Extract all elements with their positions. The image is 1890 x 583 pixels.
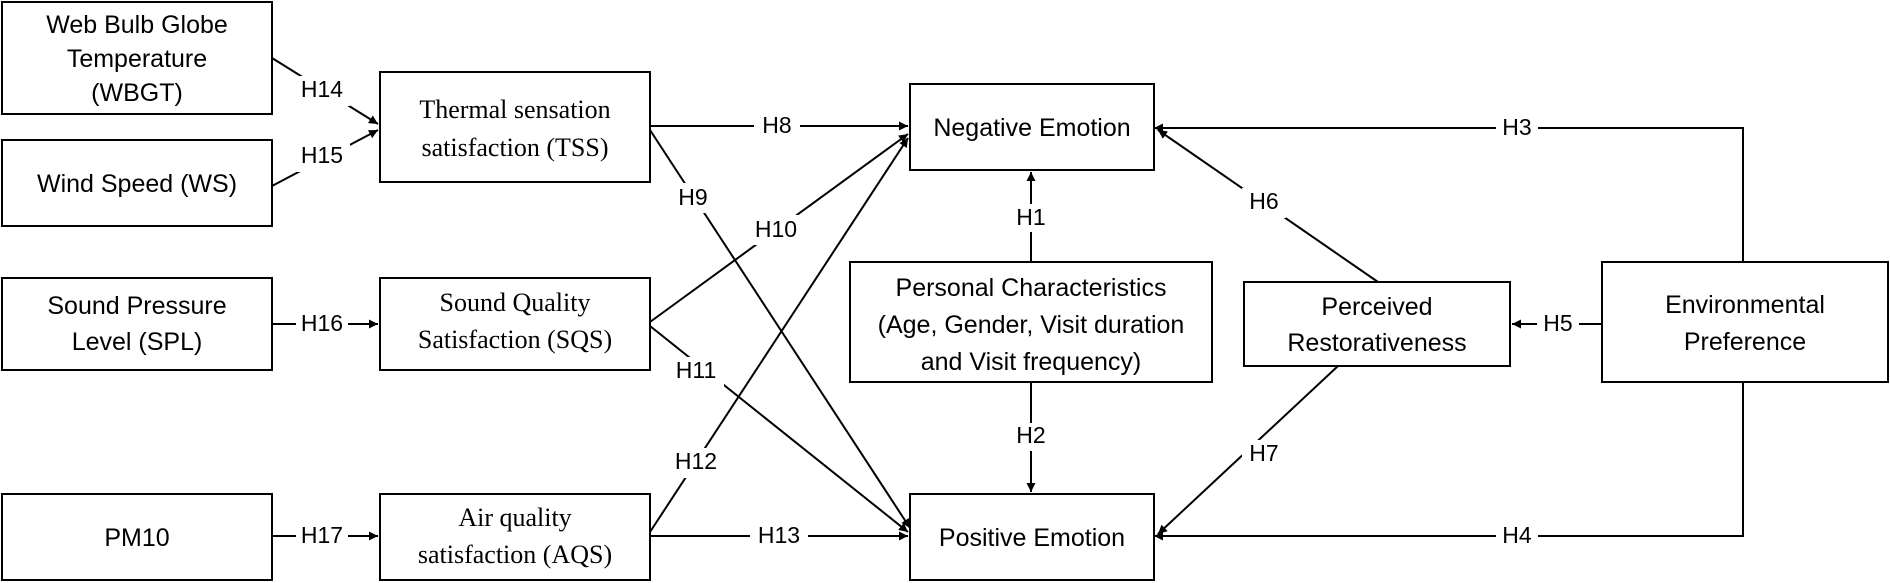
edge-h10: H10 <box>649 133 909 323</box>
edge-h12: H12 <box>649 137 909 533</box>
label-h4: H4 <box>1502 522 1532 548</box>
node-positive-emotion: Positive Emotion <box>909 493 1155 581</box>
node-sqs-line-1: Sound Quality <box>440 288 591 317</box>
node-wind-speed-label: Wind Speed (WS) <box>37 170 237 198</box>
node-environmental-preference: Environmental Preference <box>1601 261 1889 383</box>
node-personal-characteristics: Personal Characteristics (Age, Gender, V… <box>849 261 1213 383</box>
node-positive-emotion-label: Positive Emotion <box>939 524 1125 552</box>
edge-h7: H7 <box>1157 365 1339 535</box>
node-personal-line-3: and Visit frequency) <box>921 348 1142 376</box>
label-h12: H12 <box>675 448 717 474</box>
label-h5: H5 <box>1543 310 1572 336</box>
node-spl-line-1: Sound Pressure <box>47 292 226 320</box>
label-h13: H13 <box>758 522 800 548</box>
node-wbgt: Web Bulb Globe Temperature (WBGT) <box>1 1 273 115</box>
node-negative-emotion-label: Negative Emotion <box>933 114 1130 142</box>
node-aqs: Air quality satisfaction (AQS) <box>379 493 651 581</box>
label-h11: H11 <box>676 357 717 383</box>
edges: H14 H15 H16 H17 H8 H9 <box>271 57 1744 550</box>
label-h8: H8 <box>762 112 791 138</box>
label-h14: H14 <box>301 76 343 102</box>
node-spl: Sound Pressure Level (SPL) <box>1 277 273 371</box>
edge-h17: H17 <box>272 522 378 550</box>
node-perceived-restorativeness: Perceived Restorativeness <box>1243 281 1511 367</box>
edge-h11: H11 <box>649 325 909 533</box>
node-tss: Thermal sensation satisfaction (TSS) <box>379 71 651 183</box>
edge-h15: H15 <box>271 129 379 187</box>
edge-h1: H1 <box>1011 172 1051 262</box>
edge-h4: H4 <box>1154 382 1744 550</box>
label-h16: H16 <box>301 310 343 336</box>
label-h9: H9 <box>678 184 707 210</box>
node-pm10: PM10 <box>1 493 273 581</box>
node-restorative-line-2: Restorativeness <box>1287 329 1466 357</box>
edge-h6: H6 <box>1157 129 1379 283</box>
node-wbgt-line-2: Temperature <box>67 45 207 73</box>
node-tss-line-1: Thermal sensation <box>419 95 610 124</box>
label-h2: H2 <box>1016 422 1045 448</box>
edge-h3: H3 <box>1154 114 1744 262</box>
node-aqs-line-1: Air quality <box>458 503 571 532</box>
node-aqs-line-2: satisfaction (AQS) <box>418 540 612 569</box>
node-preference-line-2: Preference <box>1684 328 1806 356</box>
edge-h16: H16 <box>272 310 378 338</box>
edge-h5: H5 <box>1512 310 1602 338</box>
label-h17: H17 <box>301 522 343 548</box>
label-h15: H15 <box>301 142 343 168</box>
node-tss-line-2: satisfaction (TSS) <box>421 133 608 162</box>
edge-h2: H2 <box>1011 382 1051 492</box>
edge-h9: H9 <box>649 129 911 529</box>
label-h6: H6 <box>1249 188 1278 214</box>
label-h1: H1 <box>1016 204 1045 230</box>
node-restorative-line-1: Perceived <box>1321 293 1432 321</box>
edge-h14: H14 <box>271 57 379 125</box>
node-personal-line-1: Personal Characteristics <box>896 274 1167 302</box>
node-negative-emotion: Negative Emotion <box>909 83 1155 171</box>
node-wbgt-line-1: Web Bulb Globe <box>46 11 228 39</box>
node-sqs: Sound Quality Satisfaction (SQS) <box>379 277 651 371</box>
node-preference-line-1: Environmental <box>1665 291 1825 319</box>
node-wind-speed: Wind Speed (WS) <box>1 139 273 227</box>
edge-h8: H8 <box>650 112 908 140</box>
label-h7: H7 <box>1249 440 1278 466</box>
node-spl-line-2: Level (SPL) <box>72 328 203 356</box>
label-h10: H10 <box>755 216 797 242</box>
edge-h13: H13 <box>650 522 908 550</box>
label-h3: H3 <box>1502 114 1531 140</box>
node-wbgt-line-3: (WBGT) <box>91 79 183 107</box>
node-sqs-line-2: Satisfaction (SQS) <box>418 325 612 354</box>
node-personal-line-2: (Age, Gender, Visit duration <box>878 311 1185 339</box>
node-pm10-label: PM10 <box>104 524 169 552</box>
